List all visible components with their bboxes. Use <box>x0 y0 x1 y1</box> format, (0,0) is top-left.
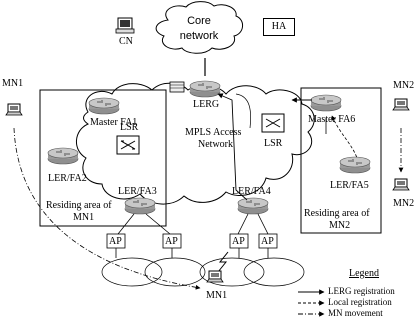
mn1-left-laptop-icon <box>5 103 23 116</box>
ap-label-2: AP <box>165 236 178 247</box>
area-mn1-line1: Residing area of <box>46 200 112 211</box>
lsr-right-switch-icon <box>261 113 285 133</box>
lerg-firewall-icon <box>169 81 185 93</box>
master-fa6-label: Master FA6 <box>308 114 356 125</box>
mn1-left-label: MN1 <box>2 78 24 89</box>
mn2-top-label: MN2 <box>393 80 415 91</box>
ha-box: HA <box>263 18 295 36</box>
residing-area-mn1-box <box>39 89 167 227</box>
legend-title: Legend <box>349 268 379 279</box>
ler-fa5-router-icon <box>339 156 371 174</box>
lerg-label: LERG <box>193 99 220 110</box>
area-mn1-line2: MN1 <box>73 212 95 223</box>
mpls-label-line1: MPLS Access <box>185 127 242 138</box>
ap-label-1: AP <box>109 236 122 247</box>
ler-fa4-router-icon <box>237 197 269 215</box>
mn2-top-laptop-icon <box>392 98 410 111</box>
core-network-label-line2: network <box>179 30 219 42</box>
master-fa1-label: Master FA1 <box>90 117 138 128</box>
core-network-cloud <box>155 1 243 54</box>
mn2-bottom-laptop-icon <box>392 178 410 191</box>
lerg-router-icon <box>189 80 221 98</box>
coverage-cell-1 <box>101 257 163 287</box>
ap-label-3: AP <box>232 236 245 247</box>
mn1-bottom-laptop-icon <box>206 270 224 283</box>
cn-computer-icon <box>115 17 135 34</box>
ler-fa2-router-icon <box>47 147 79 165</box>
ler-fa5-label: LER/FA5 <box>330 180 369 191</box>
lsr-left-label: LSR <box>120 122 139 133</box>
ler-fa4-label: LER/FA4 <box>232 186 271 197</box>
master-fa6-router-icon <box>310 94 342 112</box>
mn1-bottom-label: MN1 <box>206 290 228 301</box>
ler-fa3-label: LER/FA3 <box>118 186 157 197</box>
coverage-cell-3 <box>199 257 265 287</box>
core-network-label-line1: Core <box>187 15 211 27</box>
core-network-label: Core network <box>164 14 234 44</box>
area-mn2-line2: MN2 <box>329 220 351 231</box>
ler-fa2-label: LER/FA2 <box>48 173 87 184</box>
lsr-right-label: LSR <box>264 138 283 149</box>
coverage-cell-2 <box>144 257 206 287</box>
legend-item-movement: MN movement <box>328 308 383 318</box>
mn2-bottom-label: MN2 <box>393 198 415 209</box>
mpls-label-line2: Network <box>198 139 233 150</box>
lsr-left-switch-icon <box>116 135 140 155</box>
master-fa1-router-icon <box>88 97 120 115</box>
cn-label: CN <box>119 36 133 47</box>
area-mn2-line1: Residing area of <box>304 208 370 219</box>
coverage-cell-4 <box>243 257 305 287</box>
legend-item-local: Local registration <box>328 297 392 307</box>
residing-area-mn2-box <box>300 87 382 234</box>
ler-fa3-router-icon <box>124 197 156 215</box>
legend-item-lerg: LERG registration <box>328 286 395 296</box>
mn1-movement-path <box>13 127 201 290</box>
ap-label-4: AP <box>261 236 274 247</box>
